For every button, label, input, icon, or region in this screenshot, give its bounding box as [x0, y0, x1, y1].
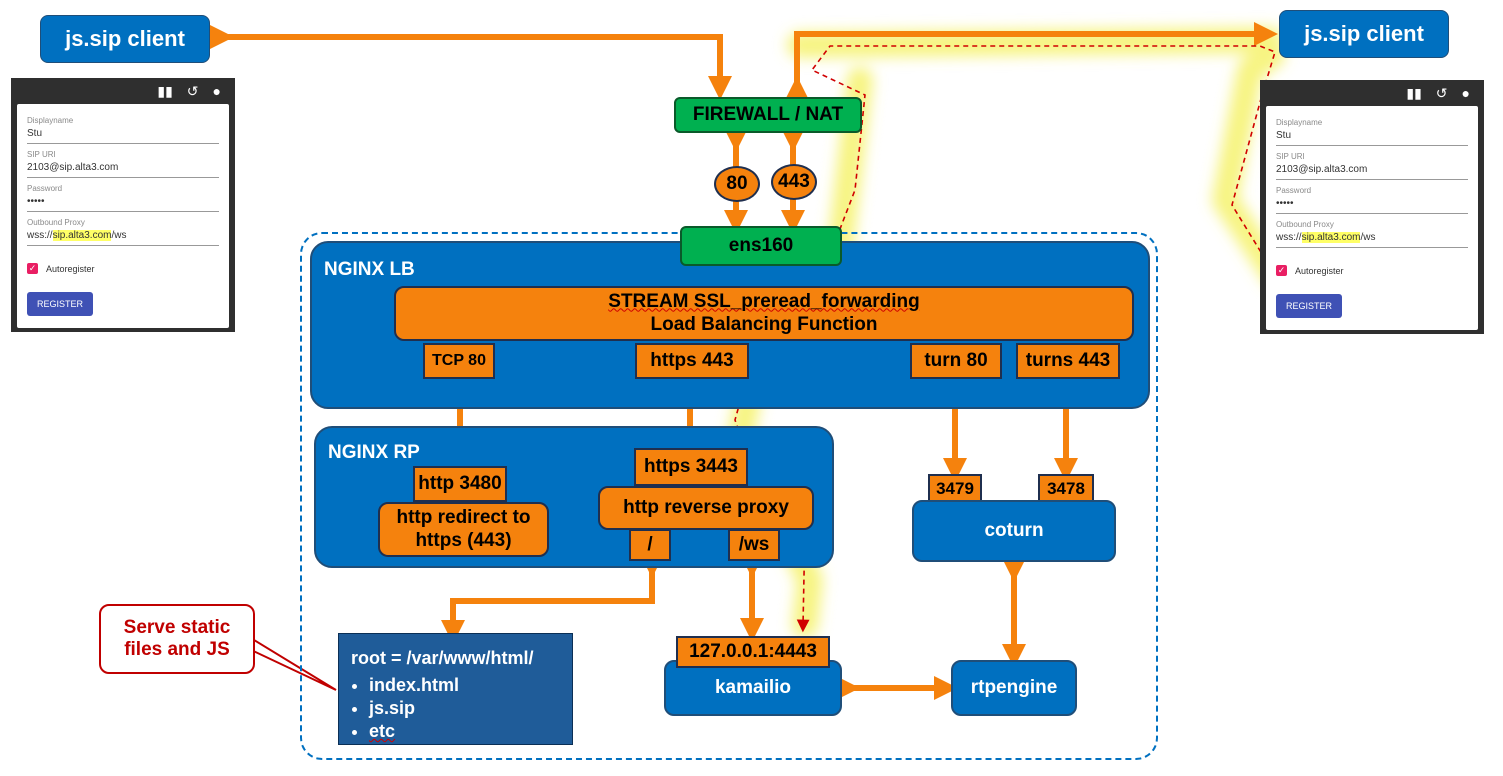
phone-form-card: Displayname Stu SIP URI 2103@sip.alta3.c…	[1266, 106, 1478, 330]
http-reverse-proxy-box[interactable]: http reverse proxy	[598, 486, 814, 530]
autoregister-label: Autoregister	[1295, 265, 1344, 276]
camera-icon[interactable]: ▮▮	[157, 82, 173, 99]
register-button[interactable]: REGISTER	[27, 292, 94, 316]
stream-ssl-preread-box[interactable]: STREAM SSL_preread_forwarding Load Balan…	[394, 286, 1134, 341]
port-443-badge: 443	[771, 164, 817, 200]
ens160-interface[interactable]: ens160	[680, 226, 842, 266]
http-redirect-box[interactable]: http redirect to https (443)	[378, 502, 549, 557]
https-443-port[interactable]: https 443	[635, 343, 749, 379]
history-icon[interactable]: ↺	[1435, 84, 1448, 101]
phone-mock-right: ▮▮ ↺ ● Displayname Stu SIP URI 2103@sip.…	[1260, 80, 1484, 334]
autoregister-checkbox[interactable]: ✓	[27, 263, 38, 275]
camera-icon[interactable]: ▮▮	[1406, 84, 1422, 101]
nginx-lb-label: NGINX LB	[324, 259, 415, 280]
displayname-field[interactable]: Stu	[27, 125, 219, 144]
arrow-left-client-firewall	[210, 25, 732, 100]
kamailio-node[interactable]: kamailio	[664, 660, 842, 716]
callout-line-2: files and JS	[124, 639, 230, 660]
stream-line-1: STREAM SSL_preread_forwarding	[608, 290, 920, 312]
http-3480-port[interactable]: http 3480	[413, 466, 507, 502]
js-sip-client-left[interactable]: js.sip client	[40, 15, 210, 63]
displayname-label: Displayname	[1276, 118, 1323, 127]
password-field[interactable]: •••••	[27, 193, 219, 212]
kamailio-address-port[interactable]: 127.0.0.1:4443	[676, 636, 830, 668]
firewall-nat-box[interactable]: FIREWALL / NAT	[674, 97, 862, 133]
outbound-proxy-label: Outbound Proxy	[27, 218, 85, 227]
ws-location[interactable]: /ws	[728, 529, 780, 561]
turns-443-port[interactable]: turns 443	[1016, 343, 1120, 379]
password-label: Password	[1276, 186, 1312, 195]
nginx-rp-label: NGINX RP	[328, 442, 420, 463]
https-3443-port[interactable]: https 3443	[634, 448, 748, 486]
static-file-item: js.sip	[369, 698, 560, 719]
root-location[interactable]: /	[629, 529, 671, 561]
phone-mock-left: ▮▮ ↺ ● Displayname Stu SIP URI 2103@sip.…	[11, 78, 235, 332]
account-icon[interactable]: ●	[1461, 85, 1470, 101]
sip-uri-field[interactable]: 2103@sip.alta3.com	[1276, 161, 1468, 180]
port-80-badge: 80	[714, 166, 760, 202]
sip-uri-label: SIP URI	[1276, 152, 1305, 161]
callout-line-1: Serve static	[123, 617, 231, 639]
outbound-proxy-field[interactable]: wss://sip.alta3.com/ws	[27, 227, 219, 246]
static-root-path: root = /var/www/html/	[351, 648, 534, 668]
serve-static-callout: Serve static files and JS	[99, 604, 255, 674]
arrow-root-static	[441, 554, 664, 644]
register-button[interactable]: REGISTER	[1276, 294, 1343, 318]
js-sip-client-right[interactable]: js.sip client	[1279, 10, 1449, 58]
outbound-proxy-label: Outbound Proxy	[1276, 220, 1334, 229]
redirect-line-2: https (443)	[415, 529, 512, 551]
displayname-label: Displayname	[27, 116, 74, 125]
displayname-field[interactable]: Stu	[1276, 127, 1468, 146]
history-icon[interactable]: ↺	[186, 82, 199, 99]
stream-line-2: Load Balancing Function	[650, 313, 878, 335]
rtpengine-node[interactable]: rtpengine	[951, 660, 1077, 716]
autoregister-label: Autoregister	[46, 263, 95, 274]
static-file-item: etc	[369, 721, 560, 742]
sip-uri-label: SIP URI	[27, 150, 56, 159]
static-file-list: index.html js.sip etc	[351, 675, 560, 742]
turn-80-port[interactable]: turn 80	[910, 343, 1002, 379]
redirect-line-1: http redirect to	[396, 506, 531, 528]
static-files-box: root = /var/www/html/ index.html js.sip …	[338, 633, 573, 745]
arrow-firewall-right-client	[785, 22, 1278, 100]
password-field[interactable]: •••••	[1276, 195, 1468, 214]
static-file-item: index.html	[369, 675, 560, 696]
coturn-node[interactable]: coturn	[912, 500, 1116, 562]
outbound-proxy-field[interactable]: wss://sip.alta3.com/ws	[1276, 229, 1468, 248]
phone-form-card: Displayname Stu SIP URI 2103@sip.alta3.c…	[17, 104, 229, 328]
tcp-80-port[interactable]: TCP 80	[423, 343, 495, 379]
password-label: Password	[27, 184, 63, 193]
account-icon[interactable]: ●	[212, 83, 221, 99]
sip-uri-field[interactable]: 2103@sip.alta3.com	[27, 159, 219, 178]
autoregister-checkbox[interactable]: ✓	[1276, 265, 1287, 277]
